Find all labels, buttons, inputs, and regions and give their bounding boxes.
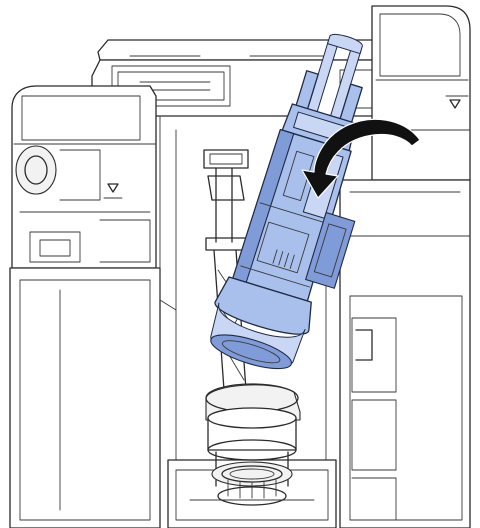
rotate-arrow-icon: [301, 118, 421, 199]
overflow-funnel: [205, 383, 301, 506]
level-triangle-icon: [103, 99, 461, 199]
